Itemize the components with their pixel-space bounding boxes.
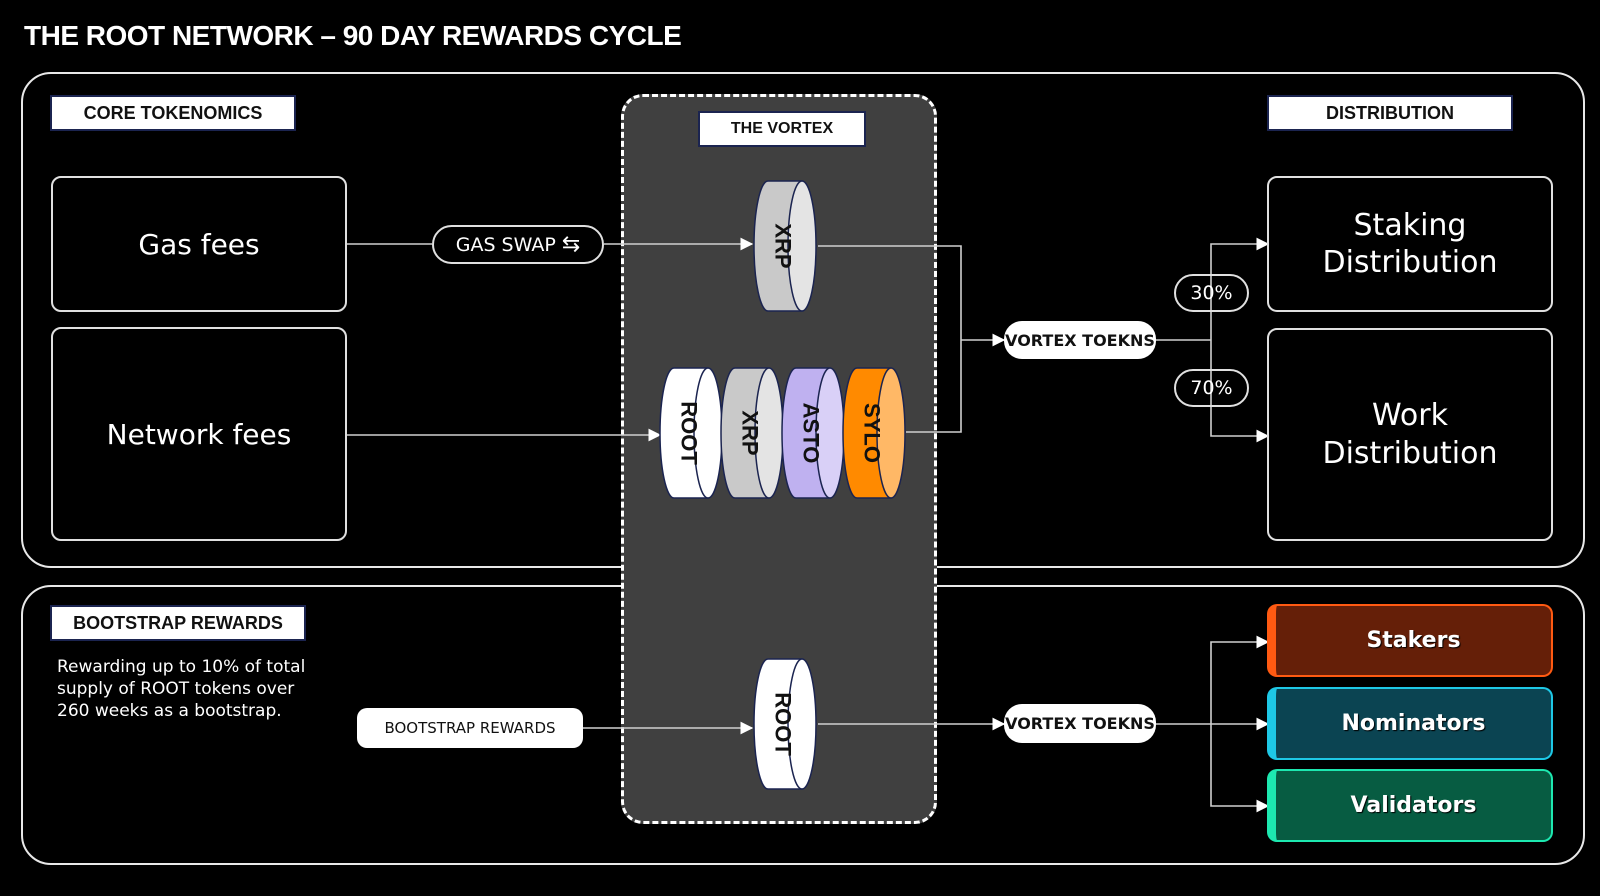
stakers-box: Stakers [1267, 604, 1553, 677]
coin-label: XRP [771, 223, 796, 268]
root-coin: ROOT [659, 367, 723, 499]
bootstrap-vortex-tokens-pill: VORTEX TOEKNS [1004, 704, 1156, 743]
validators-box: Validators [1267, 769, 1553, 842]
staking-distribution-line-1: Staking [1353, 207, 1467, 243]
split-30-pill: 30% [1174, 274, 1249, 312]
vortex-tokens-pill: VORTEX TOEKNS [1004, 321, 1156, 359]
asto-coin: ASTO [781, 367, 845, 499]
line-to-validators [1210, 724, 1270, 813]
page-title: THE ROOT NETWORK – 90 DAY REWARDS CYCLE [24, 20, 682, 51]
coin-face [787, 658, 817, 790]
bootstrap-description-line: Rewarding up to 10% of total [57, 657, 306, 677]
coin-label: XRP [738, 410, 763, 455]
work-distribution-line-2: Distribution [1322, 435, 1498, 471]
vortex-label: THE VORTEX [698, 111, 866, 147]
coin-label: ROOT [677, 401, 702, 465]
core-tokenomics-label: CORE TOKENOMICS [50, 95, 296, 131]
distribution-label: DISTRIBUTION [1267, 95, 1513, 131]
stakers-label: Stakers [1366, 628, 1461, 653]
bootstrap-rewards-label: BOOTSTRAP REWARDS [50, 605, 306, 641]
work-distribution-line-1: Work [1372, 398, 1448, 433]
coin-label: ROOT [771, 692, 796, 756]
gas-fees-box: Gas fees [51, 176, 347, 312]
coin-face [787, 180, 817, 312]
network-fees-label: Network fees [106, 417, 292, 451]
work-distribution-box: Work Distribution [1267, 328, 1553, 541]
root-bootstrap-coin: ROOT [753, 658, 817, 790]
split-70-pill: 70% [1174, 369, 1249, 407]
coin-label: SYLO [860, 403, 885, 463]
xrp-coin: XRP [720, 367, 784, 499]
coin-label: ASTO [799, 403, 824, 464]
line-split-to-work [1210, 340, 1270, 443]
staking-distribution-box: Staking Distribution [1267, 176, 1553, 312]
staking-distribution-line-2: Distribution [1322, 245, 1498, 280]
coin-face [876, 367, 906, 499]
bootstrap-description: Rewarding up to 10% of total supply of R… [57, 656, 357, 722]
gas-fees-label: Gas fees [138, 227, 260, 261]
validators-label: Validators [1350, 793, 1477, 818]
nominators-box: Nominators [1267, 687, 1553, 760]
bootstrap-description-line: supply of ROOT tokens over [57, 679, 295, 699]
network-fees-box: Network fees [51, 327, 347, 541]
bootstrap-rewards-pill: BOOTSTRAP REWARDS [357, 708, 583, 748]
swap-arrows-icon: ⇆ [561, 232, 581, 257]
line-xrp-to-bracket [818, 245, 962, 433]
bootstrap-description-line: 260 weeks as a bootstrap. [57, 701, 282, 721]
line-split-to-staking [1210, 237, 1270, 340]
gas-swap-label: GAS SWAP [455, 233, 556, 256]
sylo-coin: SYLO [842, 367, 906, 499]
gas-swap-pill: GAS SWAP ⇆ [432, 225, 604, 264]
xrp-gas-coin: XRP [753, 180, 817, 312]
split-70-label: 70% [1190, 377, 1233, 399]
nominators-label: Nominators [1341, 711, 1486, 736]
split-30-label: 30% [1190, 282, 1233, 304]
line-to-stakers [1210, 635, 1270, 724]
